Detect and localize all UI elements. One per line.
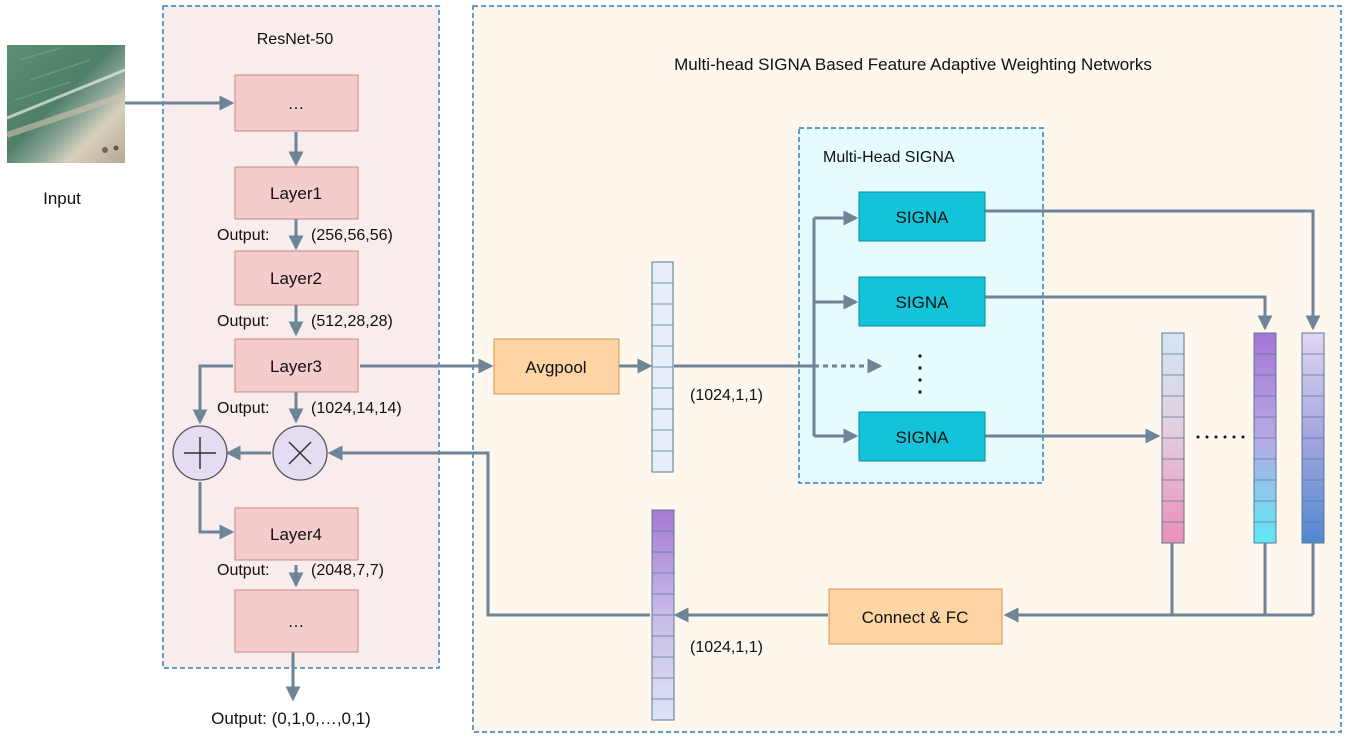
layer2-label: Layer2 (270, 269, 322, 288)
input-label: Input (43, 189, 81, 208)
connect-fc-block: Connect & FC (828, 588, 1003, 645)
layer4-output-shape: (2048,7,7) (311, 562, 384, 579)
layer1-block: Layer1 (234, 166, 359, 220)
layer3-output-prefix: Output: (217, 400, 269, 417)
weight-vector (651, 509, 675, 721)
layer1-output-prefix: Output: (217, 227, 269, 244)
layer1-output-shape: (256,56,56) (311, 227, 393, 244)
horizontal-ellipsis (1196, 435, 1245, 439)
layer4-output-prefix: Output: (217, 562, 269, 579)
signa-heads-ellipsis (918, 354, 922, 394)
resnet-head-block: … (234, 589, 359, 653)
ellipsis-bottom: … (288, 612, 305, 631)
resnet-stem-block: … (234, 74, 359, 132)
avgpool-block: Avgpool (493, 338, 620, 395)
layer4-block: Layer4 (234, 507, 359, 561)
avgpool-label: Avgpool (525, 358, 586, 377)
input-image (6, 45, 126, 163)
multiply-operator (272, 425, 328, 481)
module-title: Multi-head SIGNA Based Feature Adaptive … (674, 55, 1152, 74)
head-output-vector-blue (1301, 332, 1325, 544)
pooled-shape-label: (1024,1,1) (690, 387, 763, 404)
layer3-block: Layer3 (234, 338, 359, 393)
head-output-vector-pink (1161, 332, 1185, 544)
ellipsis-top: … (288, 94, 305, 113)
layer2-output-prefix: Output: (217, 313, 269, 330)
add-operator (172, 425, 228, 481)
signa-head-2: SIGNA (858, 276, 986, 327)
layer2-output-shape: (512,28,28) (311, 313, 393, 330)
layer1-label: Layer1 (270, 184, 322, 203)
layer3-output-shape: (1024,14,14) (311, 400, 402, 417)
resnet-title: ResNet-50 (257, 31, 334, 48)
multihead-title: Multi-Head SIGNA (823, 149, 955, 166)
signa-head-1: SIGNA (858, 191, 986, 242)
signa-head-1-label: SIGNA (896, 208, 950, 227)
pooled-feature-vector (651, 261, 674, 473)
layer2-block: Layer2 (234, 250, 359, 306)
layer3-label: Layer3 (270, 357, 322, 376)
connectors (125, 95, 1321, 702)
signa-head-2-label: SIGNA (896, 293, 950, 312)
connect-fc-label: Connect & FC (862, 608, 969, 627)
head-output-vector-cyan (1253, 332, 1277, 544)
layer4-label: Layer4 (270, 525, 322, 544)
weight-shape-label: (1024,1,1) (690, 639, 763, 656)
final-output-label: Output: (0,1,0,…,0,1) (211, 709, 371, 728)
signa-head-3-label: SIGNA (896, 428, 950, 447)
signa-head-3: SIGNA (858, 411, 986, 462)
